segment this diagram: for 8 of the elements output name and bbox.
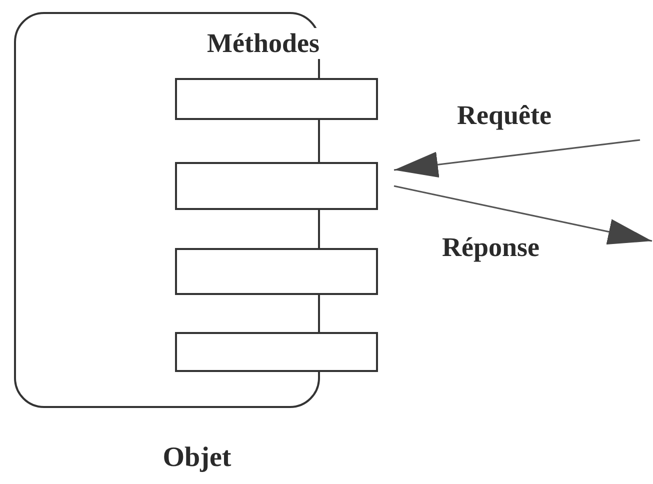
object-name: Objet [162,442,232,474]
method-box [175,78,378,120]
arrow [394,185,652,245]
method-box [175,332,378,372]
method-box [175,248,378,295]
arrow [394,139,640,178]
method-box [175,162,378,210]
section-heading: Méthodes [205,28,322,59]
